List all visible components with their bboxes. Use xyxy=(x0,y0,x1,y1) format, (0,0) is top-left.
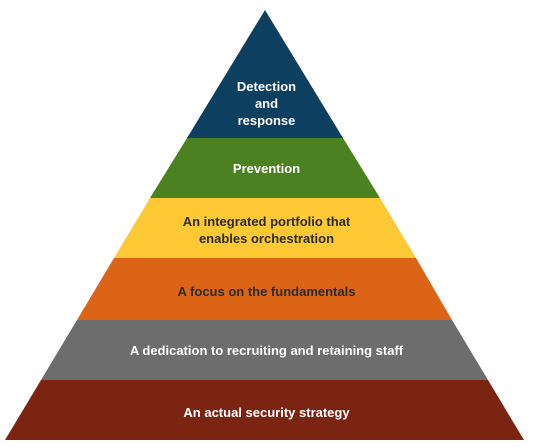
tier-integrated-portfolio-label: An integrated portfolio that enables orc… xyxy=(182,214,351,246)
tier-prevention-shape xyxy=(150,138,380,198)
tier-detection-response-label: Detection and response xyxy=(236,79,297,128)
tier-staff-label: A dedication to recruiting and retaining… xyxy=(129,343,404,358)
tier-integrated-portfolio-shape xyxy=(114,198,416,258)
tier-security-strategy-label: An actual security strategy xyxy=(183,405,350,420)
tier-fundamentals-label: A focus on the fundamentals xyxy=(177,284,356,299)
tier-staff-shape xyxy=(41,320,488,380)
tier-prevention-label: Prevention xyxy=(232,161,301,176)
tier-detection-response-shape xyxy=(187,10,343,138)
tier-fundamentals-shape xyxy=(77,258,452,320)
tier-security-strategy-shape xyxy=(5,380,524,440)
